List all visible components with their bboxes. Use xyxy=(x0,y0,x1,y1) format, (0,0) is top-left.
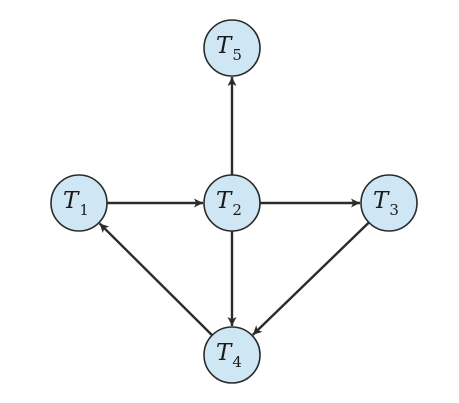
node-circle xyxy=(50,174,108,232)
node-circle xyxy=(203,19,261,77)
edges-layer xyxy=(98,77,370,337)
node-t1: T1 xyxy=(50,174,108,232)
node-subscript: 3 xyxy=(389,201,399,219)
node-t3: T3 xyxy=(360,174,418,232)
node-circle xyxy=(360,174,418,232)
node-circle xyxy=(203,174,261,232)
node-t4: T4 xyxy=(203,326,261,384)
node-label: T1 xyxy=(63,188,89,219)
node-label: T2 xyxy=(216,188,242,219)
node-letter: T xyxy=(373,188,390,214)
node-letter: T xyxy=(63,188,80,214)
node-subscript: 2 xyxy=(232,201,242,219)
node-label: T5 xyxy=(216,33,242,64)
node-letter: T xyxy=(216,33,233,59)
node-letter: T xyxy=(216,340,233,366)
node-t5: T5 xyxy=(203,19,261,77)
node-label: T4 xyxy=(216,340,242,371)
edge-t4-to-t1 xyxy=(98,222,213,337)
node-subscript: 5 xyxy=(232,46,242,64)
node-circle xyxy=(203,326,261,384)
node-label: T3 xyxy=(373,188,399,219)
node-t2: T2 xyxy=(203,174,261,232)
node-subscript: 1 xyxy=(79,201,89,219)
node-letter: T xyxy=(216,188,233,214)
edge-t3-to-t4 xyxy=(252,221,370,336)
node-subscript: 4 xyxy=(232,353,242,371)
